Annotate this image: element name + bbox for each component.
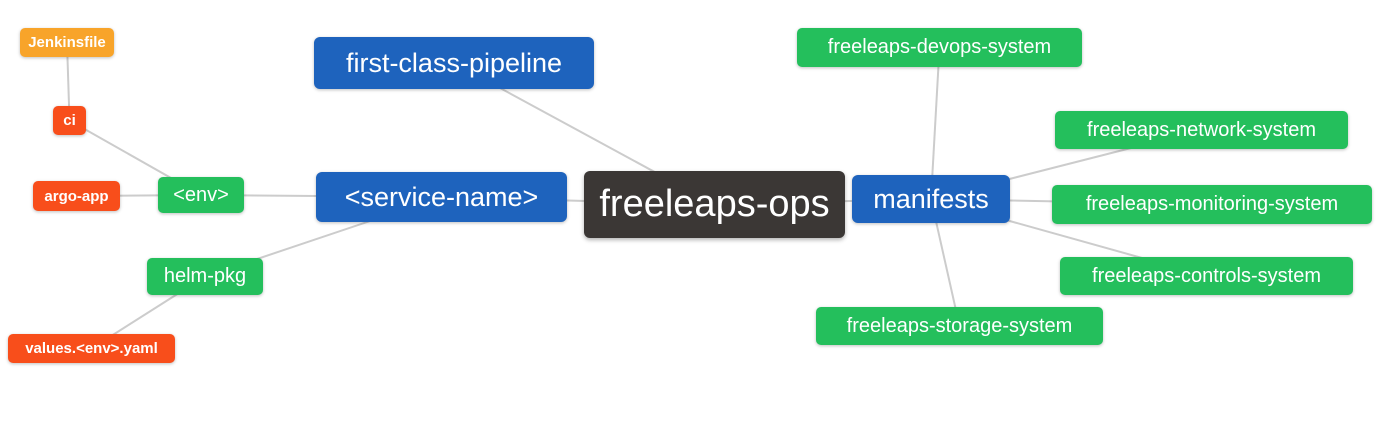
edge-manifests-freeleaps-devops-system — [930, 47, 941, 200]
node-first-class-pipeline[interactable]: first-class-pipeline — [314, 37, 594, 89]
node-argo-app[interactable]: argo-app — [33, 181, 120, 211]
node-freeleaps-storage-system[interactable]: freeleaps-storage-system — [816, 307, 1103, 345]
node-freeleaps-ops[interactable]: freeleaps-ops — [584, 171, 845, 238]
node-env[interactable]: <env> — [158, 177, 244, 213]
node-freeleaps-devops-system[interactable]: freeleaps-devops-system — [797, 28, 1082, 67]
node-ci[interactable]: ci — [53, 106, 86, 135]
node-freeleaps-network-system[interactable]: freeleaps-network-system — [1055, 111, 1348, 149]
node-freeleaps-controls-system[interactable]: freeleaps-controls-system — [1060, 257, 1353, 295]
node-jenkinsfile[interactable]: Jenkinsfile — [20, 28, 114, 57]
node-freeleaps-monitoring-system[interactable]: freeleaps-monitoring-system — [1052, 185, 1372, 224]
node-service-name[interactable]: <service-name> — [316, 172, 567, 222]
node-values-env-yaml[interactable]: values.<env>.yaml — [8, 334, 175, 363]
node-helm-pkg[interactable]: helm-pkg — [147, 258, 263, 295]
node-manifests[interactable]: manifests — [852, 175, 1010, 223]
